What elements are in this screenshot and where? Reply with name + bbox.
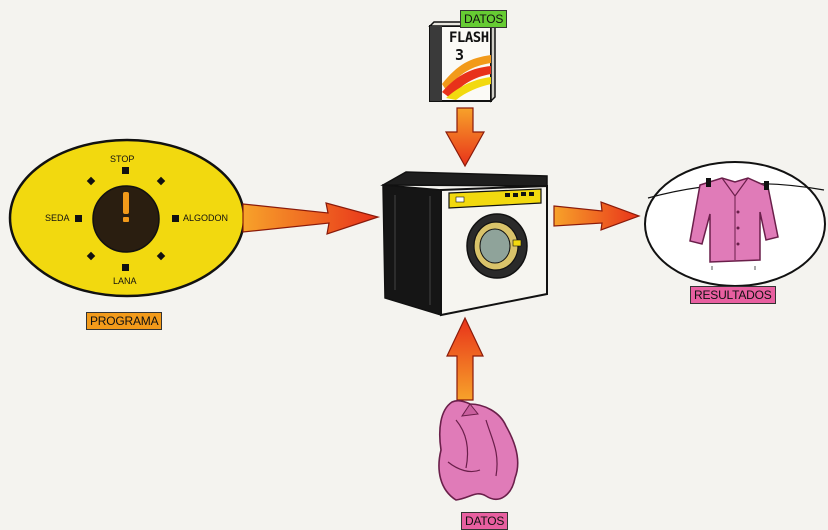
label-datos-bottom: DATOS [461,512,509,530]
label-resultados: RESULTADOS [690,286,776,304]
dial-pointer [123,192,129,214]
washing-machine-icon [380,171,548,317]
dial-label-seda: SEDA [45,213,70,223]
book-title: FLASH [449,30,489,46]
arrow-datos-to-machine [444,107,486,168]
program-dial [8,138,246,298]
dirty-shirt-icon [438,399,519,501]
dial-label-algodon: ALGODON [183,213,229,223]
dial-label-stop: STOP [110,154,135,164]
label-datos-top: DATOS [460,10,508,28]
results-oval [644,161,826,287]
dial-label-lana: LANA [113,276,137,286]
book-number: 3 [455,46,465,64]
arrow-programa-to-machine [242,202,381,235]
label-programa: PROGRAMA [86,312,163,330]
clean-shirt-icon [689,177,779,270]
arrow-datos-bottom-to-machine [446,316,484,401]
arrow-machine-to-resultados [553,201,641,231]
